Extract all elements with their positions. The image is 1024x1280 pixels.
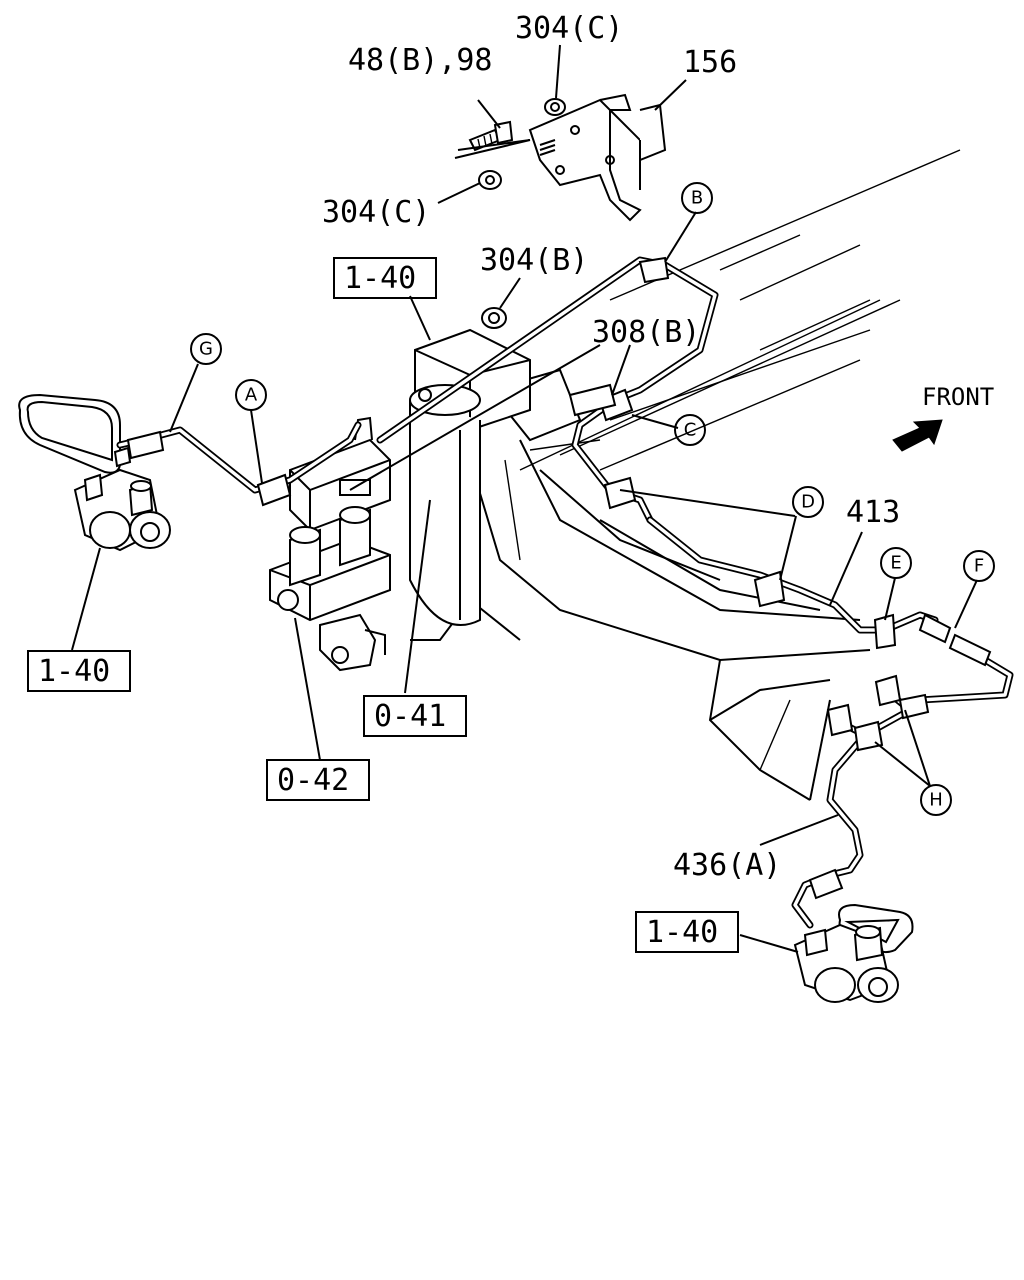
marker-c: C	[674, 414, 706, 446]
fittings	[113, 256, 992, 900]
leader-lines	[71, 44, 978, 953]
callout-308b: 308(B)	[592, 315, 700, 350]
marker-g: G	[190, 333, 222, 365]
ref-1-40-top: 1-40	[344, 261, 416, 296]
svg-text:B: B	[691, 188, 703, 209]
nut-304c-top	[544, 98, 566, 116]
nut-304b	[481, 307, 507, 329]
ref-0-42: 0-42	[277, 763, 349, 798]
bracket-156	[528, 93, 667, 222]
ref-0-41: 0-41	[374, 699, 446, 734]
callout-labels: 304(C) 48(B),98 156 304(C) 304(B) 308(B)…	[322, 11, 900, 883]
marker-e: E	[880, 547, 912, 579]
circle-markers: A B C D E F G H	[190, 182, 995, 816]
svg-text:F: F	[974, 556, 984, 577]
svg-text:C: C	[684, 420, 697, 441]
front-arrow-icon	[892, 419, 943, 452]
svg-text:H: H	[929, 790, 943, 811]
callout-304c-top: 304(C)	[515, 11, 623, 46]
svg-text:G: G	[199, 339, 213, 360]
marker-b: B	[681, 182, 713, 214]
nut-304c-left	[478, 170, 502, 190]
callout-304b: 304(B)	[480, 243, 588, 278]
svg-text:E: E	[890, 553, 901, 574]
chamber-right	[793, 903, 914, 1003]
callout-48b-98: 48(B),98	[348, 43, 493, 78]
svg-text:D: D	[801, 492, 815, 513]
front-label: FRONT	[922, 383, 994, 411]
marker-d: D	[792, 486, 824, 518]
ref-1-40-left: 1-40	[38, 654, 110, 689]
callout-304c-left: 304(C)	[322, 195, 430, 230]
callout-156: 156	[683, 45, 737, 80]
marker-a: A	[235, 379, 267, 411]
ref-1-40-right: 1-40	[646, 915, 718, 950]
marker-h: H	[920, 784, 952, 816]
relay-valve-0-42	[269, 506, 391, 672]
svg-text:A: A	[245, 385, 258, 406]
boxed-refs: 1-40 1-40 0-41 0-42 1-40	[27, 257, 739, 953]
chamber-left	[18, 393, 171, 552]
callout-413: 413	[846, 495, 900, 530]
front-indicator: FRONT	[892, 383, 994, 452]
callout-436a: 436(A)	[673, 848, 781, 883]
brake-pipes	[116, 256, 1014, 929]
marker-f: F	[963, 550, 995, 582]
